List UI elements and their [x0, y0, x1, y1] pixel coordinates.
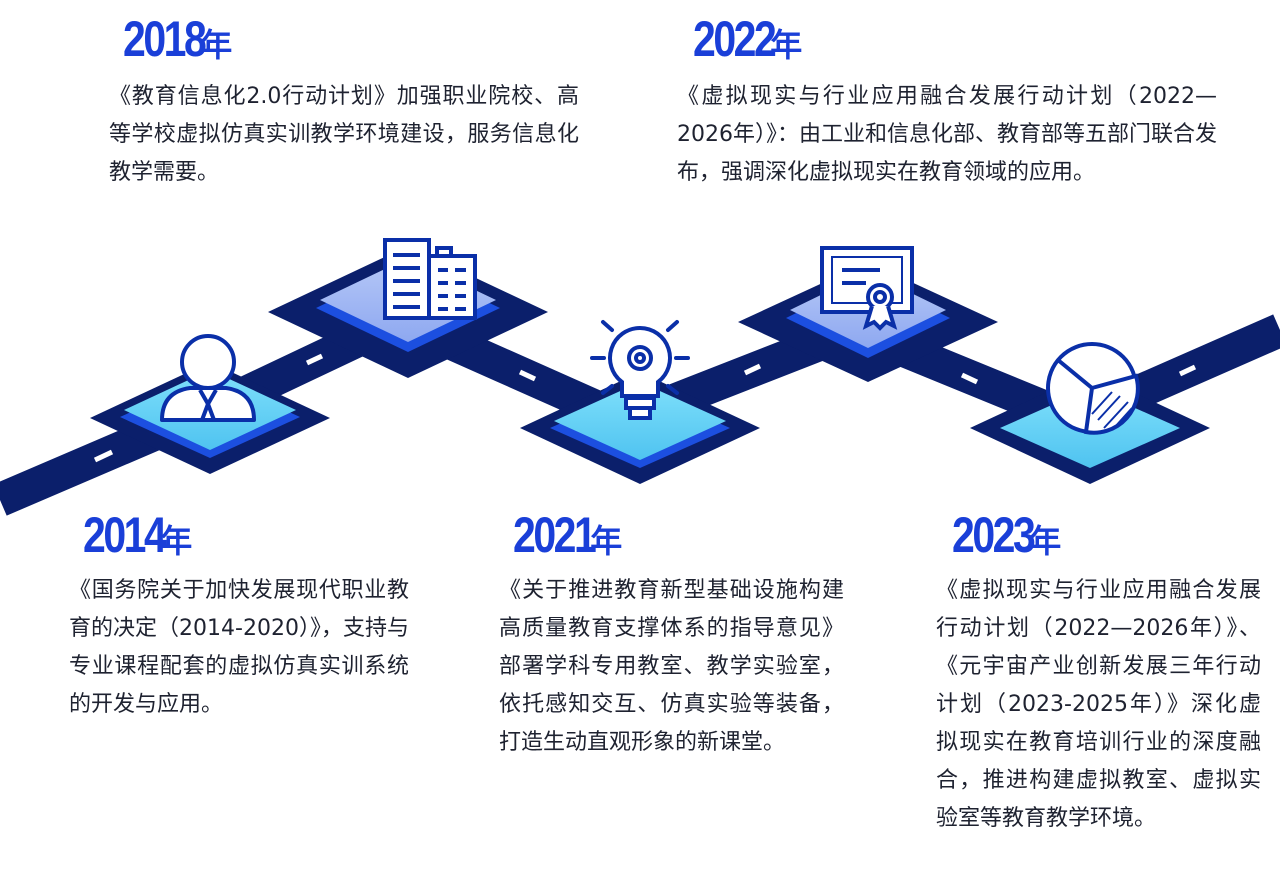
event-2023: 2023年 《虚拟现实与行业应用融合发展行动计划（2022—2026年）》、《元… — [936, 507, 1277, 838]
event-description: 《教育信息化2.0行动计划》加强职业院校、高等学校虚拟仿真实训教学环境建设，服务… — [109, 84, 579, 185]
event-description: 《关于推进教育新型基础设施构建高质量教育支撑体系的指导意见》部署学科专用教室、教… — [499, 578, 844, 755]
tile-2021 — [520, 372, 760, 484]
event-2014: 2014年 《国务院关于加快发展现代职业教育的决定（2014-2020）》，支持… — [69, 507, 423, 724]
pie-chart-icon — [1046, 342, 1140, 435]
event-description: 《虚拟现实与行业应用融合发展行动计划（2022—2026年）》、《元宇宙产业创新… — [936, 578, 1261, 831]
event-2018: 2018年 《教育信息化2.0行动计划》加强职业院校、高等学校虚拟仿真实训教学环… — [109, 11, 583, 192]
year-heading: 2021年 — [513, 507, 623, 563]
year-heading: 2022年 — [693, 11, 803, 67]
lightbulb-gear-icon — [590, 320, 690, 420]
building-icon — [383, 238, 477, 320]
event-2021: 2021年 《关于推进教育新型基础设施构建高质量教育支撑体系的指导意见》部署学科… — [499, 507, 863, 762]
year-heading: 2014年 — [83, 507, 193, 563]
person-icon — [160, 334, 256, 422]
event-description: 《国务院关于加快发展现代职业教育的决定（2014-2020）》，支持与专业课程配… — [69, 578, 409, 717]
event-2022: 2022年 《虚拟现实与行业应用融合发展行动计划（2022—2026年）》：由工… — [677, 11, 1233, 192]
year-heading: 2018年 — [123, 11, 233, 67]
year-heading: 2023年 — [952, 507, 1062, 563]
event-description: 《虚拟现实与行业应用融合发展行动计划（2022—2026年）》：由工业和信息化部… — [677, 84, 1217, 185]
certificate-icon — [820, 246, 914, 331]
